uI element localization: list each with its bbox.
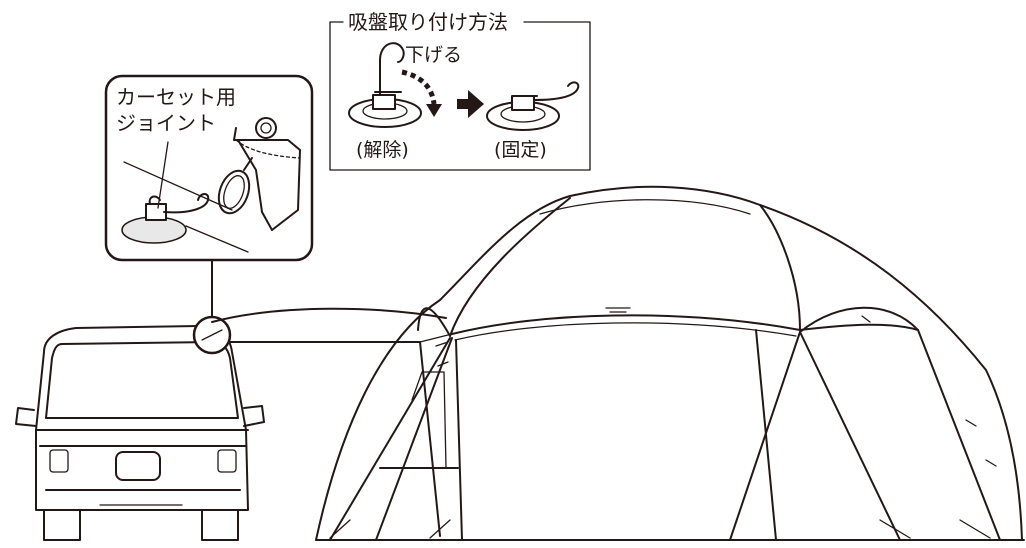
fixed-label: (固定): [494, 139, 547, 161]
release-label: (解除): [356, 139, 409, 161]
dome-tent: [315, 185, 1025, 541]
joint-label-line2: ジョイント: [116, 111, 216, 135]
suction-method-panel: [329, 21, 591, 171]
suction-cup-fixed-icon: [486, 81, 580, 131]
suction-cup-released-icon: [348, 42, 422, 128]
lower-step-label: 下げる: [405, 44, 463, 66]
right-arrow-icon: [457, 90, 484, 118]
car-rear-view: [15, 325, 265, 541]
joint-label-line1: カーセット用: [116, 85, 236, 109]
joint-callout-panel: [104, 74, 314, 262]
lower-arrow-icon: [401, 69, 442, 117]
suction-method-title: 吸盤取り付け方法: [348, 10, 508, 34]
